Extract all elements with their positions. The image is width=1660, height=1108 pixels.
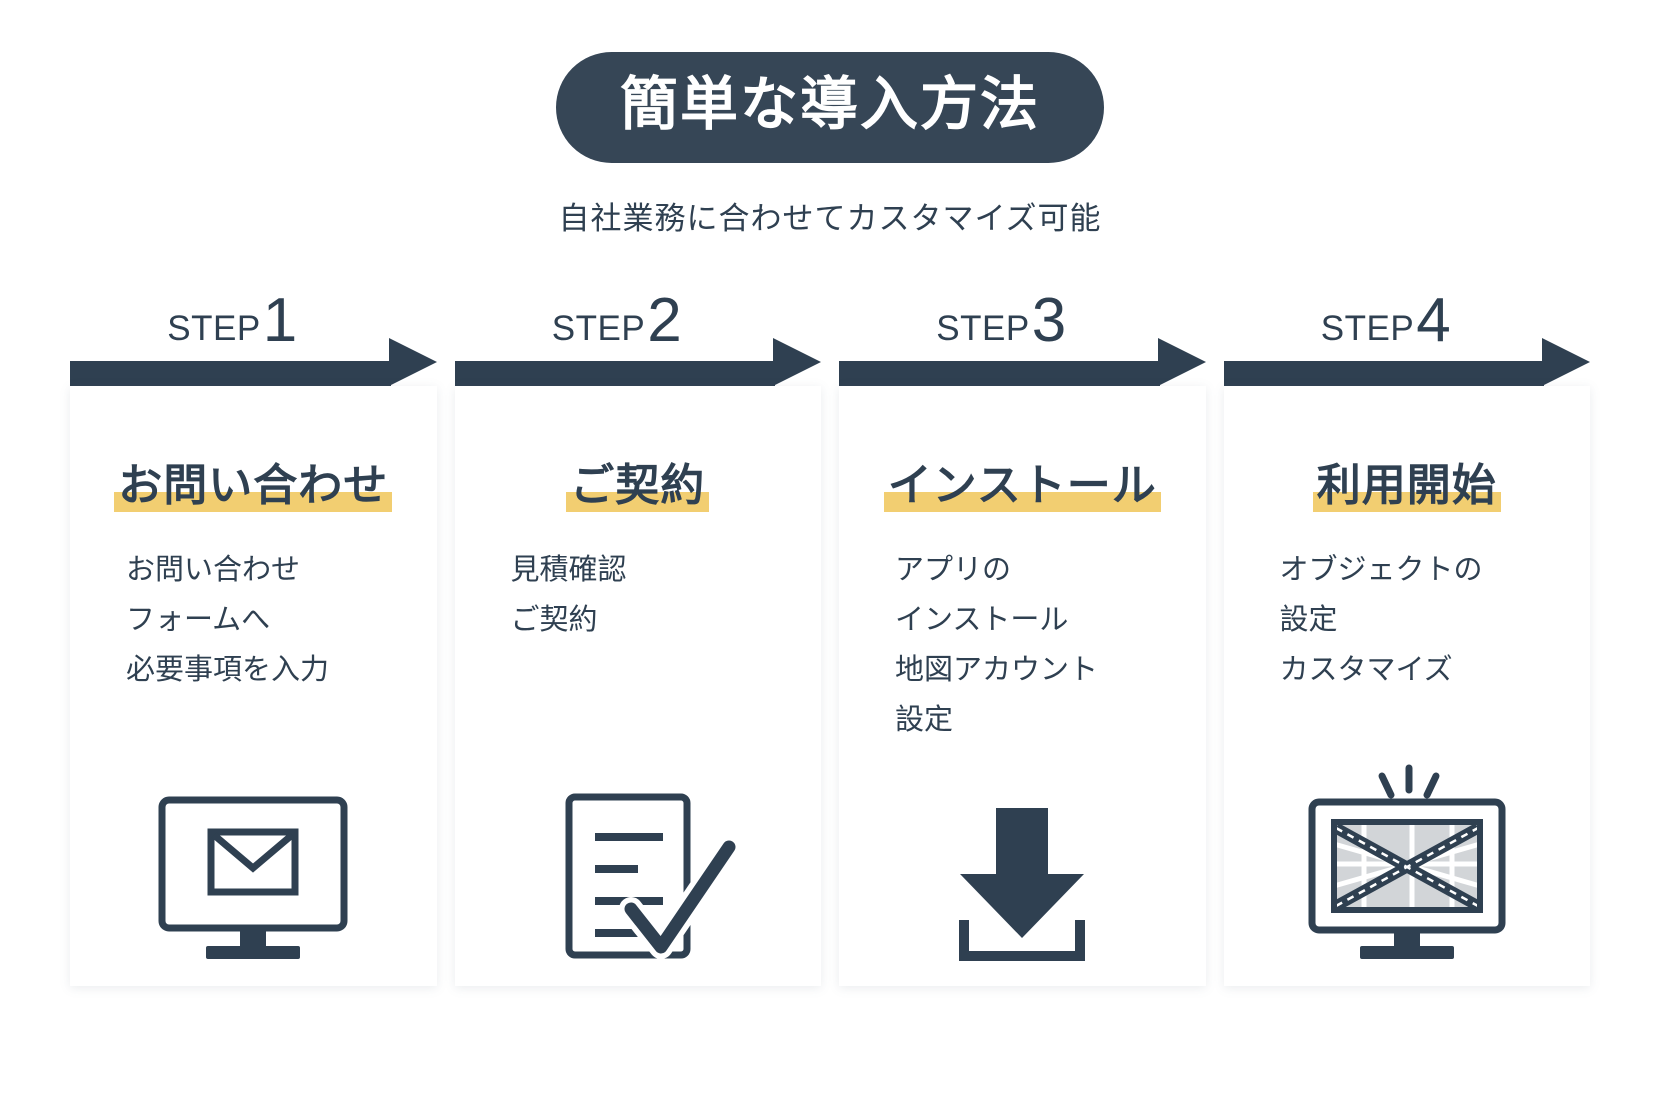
step-card-3: STEP 3 インストール アプリの インストール 地図アカウント 設定: [839, 282, 1206, 986]
card-heading-text-3: インストール: [883, 461, 1161, 512]
monitor-map-sparkle-icon: [1224, 764, 1591, 964]
page-title: 簡単な導入方法: [555, 52, 1104, 163]
step-label-2: STEP 2: [455, 282, 822, 356]
arrow-bar-3: [839, 361, 1160, 386]
step-number-4: 4: [1416, 286, 1451, 356]
card-heading-text-4: 利用開始: [1312, 461, 1501, 512]
arrow-head-icon-4: [1542, 338, 1590, 386]
step-label-3: STEP 3: [839, 282, 1206, 356]
arrow-4: [1223, 338, 1590, 386]
step-card-4: STEP 4 利用開始 オブジェクトの 設定 カスタマイズ: [1223, 282, 1591, 986]
card-line: インストール: [895, 603, 1069, 636]
card-lines-4: オブジェクトの 設定 カスタマイズ: [1252, 546, 1563, 696]
card-line: お問い合わせ: [126, 554, 301, 586]
step-word-3: STEP: [936, 309, 1030, 348]
step-number-1: 1: [262, 286, 298, 356]
arrow-head-icon-2: [773, 338, 821, 386]
card-2: ご契約 見積確認 ご契約: [454, 386, 822, 986]
arrow-3: [839, 338, 1206, 386]
page-header: 簡単な導入方法 自社業務に合わせてカスタマイズ可能: [0, 0, 1660, 238]
step-label-1: STEP 1: [70, 282, 437, 356]
monitor-envelope-icon: [70, 774, 437, 964]
card-line: ご契約: [510, 603, 598, 636]
card-lines-2: 見積確認 ご契約: [483, 546, 794, 646]
card-heading-text-2: ご契約: [566, 461, 710, 512]
arrow-1: [70, 338, 437, 386]
arrow-bar-1: [70, 361, 391, 386]
card-lines-1: お問い合わせ フォームへ 必要事項を入力: [98, 546, 409, 696]
card-heading-4: 利用開始: [1252, 461, 1563, 512]
step-card-2: STEP 2 ご契約 見積確認 ご契約: [454, 282, 822, 986]
card-line: 必要事項を入力: [126, 653, 330, 686]
steps-row: STEP 1 お問い合わせ お問い合わせ フォームへ 必要事項を入力: [70, 282, 1590, 986]
step-word-4: STEP: [1320, 309, 1415, 348]
card-1: お問い合わせ お問い合わせ フォームへ 必要事項を入力: [70, 386, 437, 986]
card-4: 利用開始 オブジェクトの 設定 カスタマイズ: [1223, 386, 1591, 986]
card-line: 地図アカウント: [895, 653, 1099, 686]
card-3: インストール アプリの インストール 地図アカウント 設定: [839, 386, 1206, 986]
card-line: オブジェクトの: [1279, 554, 1483, 586]
card-line: アプリの: [895, 554, 1012, 586]
card-line: 設定: [1279, 603, 1338, 636]
step-number-3: 3: [1031, 286, 1067, 356]
page-subtitle: 自社業務に合わせてカスタマイズ可能: [558, 200, 1102, 236]
arrow-head-icon-1: [388, 338, 437, 386]
document-check-icon: [455, 774, 822, 964]
card-heading-2: ご契約: [483, 461, 794, 512]
step-number-2: 2: [647, 286, 682, 356]
card-lines-3: アプリの インストール 地図アカウント 設定: [867, 546, 1178, 746]
card-line: 見積確認: [510, 554, 627, 586]
step-word-2: STEP: [551, 309, 646, 348]
step-card-1: STEP 1 お問い合わせ お問い合わせ フォームへ 必要事項を入力: [70, 282, 437, 986]
card-line: フォームへ: [126, 603, 271, 636]
arrow-2: [454, 338, 821, 386]
card-heading-1: お問い合わせ: [98, 461, 409, 512]
step-label-4: STEP 4: [1224, 282, 1591, 356]
arrow-bar-4: [1223, 361, 1544, 386]
step-word-1: STEP: [167, 309, 261, 348]
arrow-head-icon-3: [1157, 338, 1206, 386]
card-line: カスタマイズ: [1279, 653, 1453, 686]
card-line: 設定: [895, 703, 954, 736]
download-arrow-icon: [839, 774, 1206, 964]
card-heading-text-1: お問い合わせ: [114, 461, 393, 512]
card-heading-3: インストール: [867, 461, 1178, 512]
arrow-bar-2: [454, 361, 775, 386]
